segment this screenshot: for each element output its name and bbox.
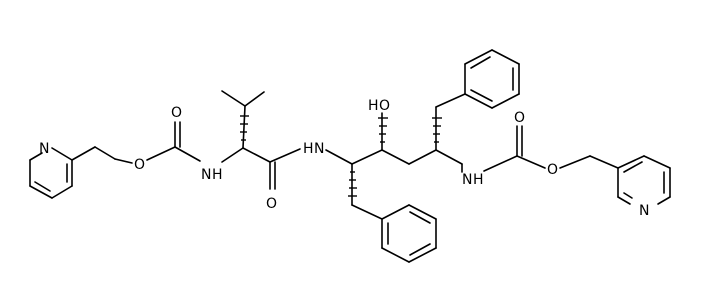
central-chain-bonds bbox=[325, 93, 466, 220]
amide-carbonyl-oxygen: O bbox=[266, 196, 277, 212]
carbonyl-oxygen-left: O bbox=[171, 105, 182, 121]
hydroxyl-oxygen: O bbox=[379, 98, 390, 114]
left-carbamate-bonds bbox=[71, 121, 201, 164]
valine-nh-hydrogen: H bbox=[212, 167, 223, 183]
ester-oxygen-right: O bbox=[547, 162, 558, 178]
valine-nh-nitrogen: N bbox=[201, 167, 211, 183]
carbonyl-oxygen-right: O bbox=[514, 110, 525, 126]
pyridin-3-yl-ring bbox=[617, 155, 671, 205]
lower-phenyl-ring bbox=[381, 204, 437, 263]
valine-stereo-hash bbox=[240, 115, 249, 141]
right-carbamate-nh-hydrogen: H bbox=[473, 172, 484, 188]
pyridine-nitrogen-right: N bbox=[639, 203, 649, 219]
ester-oxygen-left: O bbox=[134, 157, 145, 173]
amide-nh-nitrogen: N bbox=[314, 141, 324, 157]
pyridin-2-yl-ring bbox=[29, 147, 73, 199]
amide-nh-hydrogen: H bbox=[303, 141, 314, 157]
right-carbamate-nh-nitrogen: N bbox=[462, 172, 472, 188]
pyridine-nitrogen-left: N bbox=[39, 141, 49, 157]
right-carbamate-bonds bbox=[461, 125, 619, 173]
hydroxyl-hydrogen: H bbox=[368, 98, 379, 114]
upper-phenyl-ring bbox=[464, 49, 520, 109]
valine-backbone-bonds bbox=[221, 90, 301, 190]
central-stereo-hashes bbox=[348, 117, 442, 197]
